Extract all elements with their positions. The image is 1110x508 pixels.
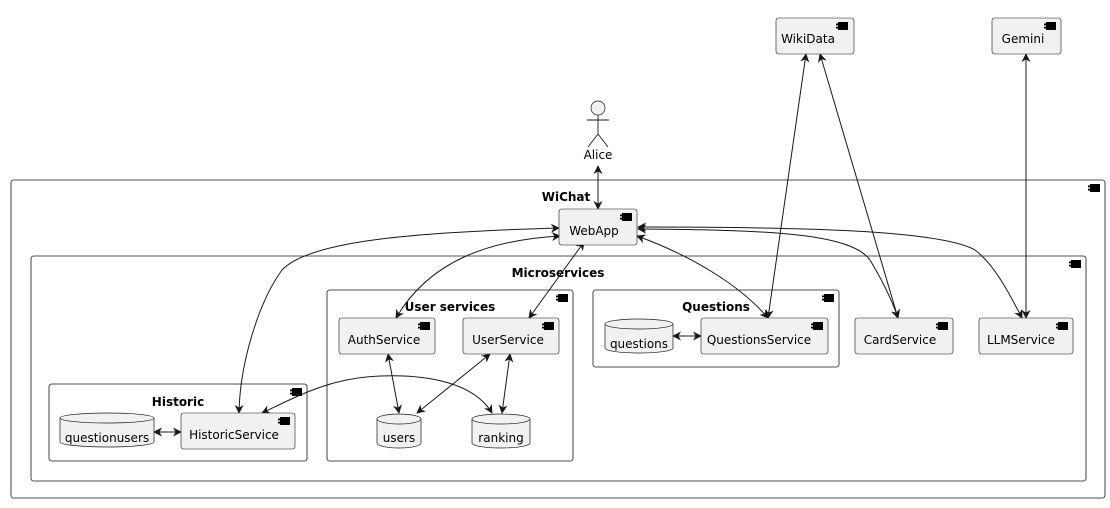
database-questions[interactable]: questions bbox=[604, 318, 674, 354]
component-icon bbox=[822, 294, 834, 302]
edge-wikidata-questionsservice bbox=[764, 53, 810, 319]
edge-authservice-users bbox=[385, 353, 402, 414]
package-title-wichat: WiChat bbox=[542, 190, 591, 204]
questionusers-label: questionusers bbox=[65, 431, 149, 445]
node-webapp[interactable]: WebApp bbox=[558, 208, 638, 246]
webapp-label: WebApp bbox=[569, 224, 619, 238]
database-cylinder-icon bbox=[604, 318, 674, 354]
ranking-label: ranking bbox=[478, 431, 523, 445]
edge-userservice-ranking bbox=[498, 353, 514, 414]
edge-userservice-users bbox=[416, 353, 491, 414]
edge-historicservice-ranking bbox=[261, 375, 493, 414]
package-wichat: WiChat bbox=[10, 179, 1106, 499]
authservice-label: AuthService bbox=[348, 333, 420, 347]
actor-alice[interactable]: Alice bbox=[584, 100, 613, 162]
node-llmservice[interactable]: LLMService bbox=[978, 317, 1074, 355]
component-icon bbox=[1069, 260, 1081, 268]
database-cylinder-icon bbox=[59, 412, 155, 448]
edges bbox=[153, 53, 1031, 437]
gemini-label: Gemini bbox=[1002, 32, 1045, 46]
actor-stick-figure-icon bbox=[587, 100, 609, 148]
database-cylinder-icon bbox=[376, 413, 422, 449]
node-wikidata[interactable]: WikiData bbox=[775, 17, 855, 55]
node-authservice[interactable]: AuthService bbox=[338, 317, 436, 355]
component-icon bbox=[1088, 184, 1100, 192]
llmservice-label: LLMService bbox=[987, 333, 1055, 347]
package-title-user-services: User services bbox=[405, 300, 496, 314]
database-cylinder-icon bbox=[471, 413, 531, 449]
userservice-label: UserService bbox=[472, 333, 544, 347]
edge-webapp-llmservice bbox=[637, 222, 1023, 319]
database-questionusers[interactable]: questionusers bbox=[59, 412, 155, 448]
edge-webapp-cardservice bbox=[637, 224, 900, 319]
questionsservice-label: QuestionsService bbox=[707, 333, 811, 347]
node-userservice[interactable]: UserService bbox=[462, 317, 560, 355]
wikidata-label: WikiData bbox=[781, 32, 835, 46]
package-title-questions: Questions bbox=[682, 300, 750, 314]
database-ranking[interactable]: ranking bbox=[471, 413, 531, 449]
cardservice-label: CardService bbox=[864, 333, 936, 347]
database-users[interactable]: users bbox=[376, 413, 422, 449]
package-user-services: User services bbox=[326, 289, 574, 462]
node-questionsservice[interactable]: QuestionsService bbox=[700, 317, 829, 355]
node-cardservice[interactable]: CardService bbox=[854, 317, 954, 355]
package-historic: Historic bbox=[48, 383, 308, 462]
edge-webapp-userservice bbox=[528, 241, 585, 319]
historicservice-label: HistoricService bbox=[189, 428, 279, 442]
edge-wikidata-cardservice bbox=[817, 53, 901, 319]
package-title-historic: Historic bbox=[152, 395, 204, 409]
questions-db-label: questions bbox=[610, 337, 668, 351]
node-gemini[interactable]: Gemini bbox=[991, 17, 1062, 55]
actor-label: Alice bbox=[584, 148, 613, 162]
node-historicservice[interactable]: HistoricService bbox=[180, 412, 296, 450]
users-label: users bbox=[383, 431, 415, 445]
edge-webapp-authservice bbox=[395, 231, 561, 319]
component-icon bbox=[556, 294, 568, 302]
